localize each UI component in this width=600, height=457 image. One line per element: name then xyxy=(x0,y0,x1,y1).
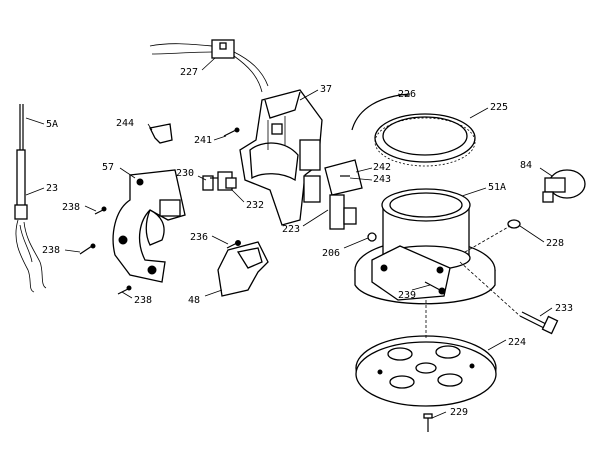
callout-232: 232 xyxy=(246,200,264,211)
connector-plug-part xyxy=(149,39,269,93)
callout-236: 236 xyxy=(190,232,208,243)
knob-84-part xyxy=(542,169,586,203)
leader-lines xyxy=(25,57,553,419)
callout-23: 23 xyxy=(46,183,58,194)
callout-229: 229 xyxy=(450,407,468,418)
callout-206: 206 xyxy=(322,248,340,259)
long-screw-233-part xyxy=(519,311,559,335)
callout-239: 239 xyxy=(398,290,416,301)
side-bracket-part xyxy=(112,169,186,283)
callout-5a: 5A xyxy=(46,119,58,130)
callout-233: 233 xyxy=(555,303,573,314)
callout-230: 230 xyxy=(176,168,194,179)
callout-223: 223 xyxy=(282,224,300,235)
callout-84: 84 xyxy=(520,160,532,171)
screw-239-part xyxy=(424,281,446,295)
screw-229-part xyxy=(423,413,433,432)
washer-228-part xyxy=(507,219,521,229)
small-clip-part xyxy=(149,123,173,144)
callout-238-top: 238 xyxy=(62,202,80,213)
base-housing-part xyxy=(354,188,496,305)
callout-labels: 227 37 226 225 5A 244 241 84 57 23 230 2… xyxy=(42,67,573,418)
post-223-part xyxy=(329,194,357,230)
screw-236-part xyxy=(226,240,241,249)
callout-242: 242 xyxy=(373,162,391,173)
lever-48-part xyxy=(217,241,269,297)
callout-228: 228 xyxy=(546,238,564,249)
screw-238c-part xyxy=(117,285,132,295)
probe-rod-part xyxy=(14,104,47,293)
callout-244: 244 xyxy=(116,118,134,129)
callout-238-bottom: 238 xyxy=(134,295,152,306)
plate-242-part xyxy=(324,159,363,196)
callout-57: 57 xyxy=(102,162,114,173)
bracket-232-part xyxy=(217,171,237,191)
screw-238b-part xyxy=(79,243,96,255)
callout-226: 226 xyxy=(398,89,416,100)
callout-224: 224 xyxy=(508,337,526,348)
callout-243: 243 xyxy=(373,174,391,185)
callout-238-mid: 238 xyxy=(42,245,60,256)
callout-37: 37 xyxy=(320,84,332,95)
callout-227: 227 xyxy=(180,67,198,78)
cover-plate-part xyxy=(355,335,497,407)
callout-51a: 51A xyxy=(488,182,506,193)
screw-241-part xyxy=(223,127,240,137)
upper-housing-part xyxy=(239,89,323,226)
callout-48: 48 xyxy=(188,295,200,306)
callout-225: 225 xyxy=(490,102,508,113)
gear-ring-part xyxy=(374,113,476,167)
callout-241: 241 xyxy=(194,135,212,146)
screw-238a-part xyxy=(94,206,107,215)
nut-206-part xyxy=(367,232,377,242)
